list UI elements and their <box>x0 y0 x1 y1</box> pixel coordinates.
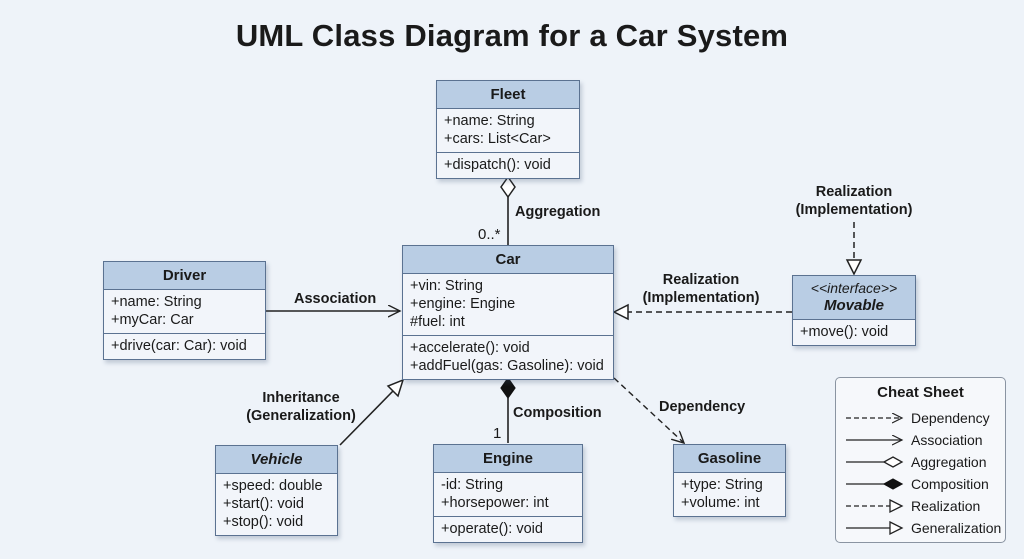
inheritance-line <box>339 390 394 446</box>
class-engine-method: +operate(): void <box>441 521 543 537</box>
association-label: Association <box>294 291 377 307</box>
class-gasoline-attr: +volume: int <box>681 495 760 511</box>
class-vehicle-attr: +speed: double <box>223 478 323 494</box>
class-engine[interactable]: Engine -id: String +horsepower: int +ope… <box>433 444 583 543</box>
realization-top-triangle <box>845 259 863 276</box>
aggregation-multiplicity: 0..* <box>478 226 501 243</box>
class-car-attributes: +vin: String +engine: Engine #fuel: int <box>403 274 613 336</box>
class-engine-methods: +operate(): void <box>434 517 582 542</box>
composition-multiplicity: 1 <box>493 425 502 442</box>
class-movable-stereotype: <<interface>> <box>810 280 898 296</box>
composition-label: Composition <box>513 405 602 421</box>
class-movable-method: +move(): void <box>800 324 889 340</box>
class-driver-methods: +drive(car: Car): void <box>104 334 265 359</box>
legend-item-composition: Composition <box>911 476 989 492</box>
inheritance-label-line1: Inheritance <box>262 390 340 406</box>
realization-triangle <box>612 303 629 321</box>
realization-top-label-line2: (Implementation) <box>795 202 913 218</box>
composition-diamond <box>500 376 516 400</box>
class-engine-attr: -id: String <box>441 477 504 493</box>
class-fleet-method: +dispatch(): void <box>444 157 551 173</box>
legend-realization-triangle <box>889 498 904 514</box>
class-fleet[interactable]: Fleet +name: String +cars: List<Car> +di… <box>436 80 580 179</box>
class-fleet-attributes: +name: String +cars: List<Car> <box>437 109 579 153</box>
cheat-sheet: Cheat Sheet Dependency Association Aggre… <box>835 377 1006 543</box>
class-engine-name: Engine <box>434 445 582 473</box>
legend-aggregation-diamond <box>882 456 904 468</box>
class-fleet-name: Fleet <box>437 81 579 109</box>
legend-item-generalization: Generalization <box>911 520 1002 536</box>
class-car-attr: +vin: String <box>410 278 483 294</box>
inheritance-label: Inheritance (Generalization) <box>240 389 362 425</box>
inheritance-triangle <box>386 378 405 398</box>
legend-generalization-triangle <box>889 520 904 536</box>
class-gasoline-name: Gasoline <box>674 445 785 473</box>
class-engine-attributes: -id: String +horsepower: int <box>434 473 582 517</box>
class-engine-attr: +horsepower: int <box>441 495 549 511</box>
realization-label: Realization (Implementation) <box>640 271 762 307</box>
cheat-sheet-title: Cheat Sheet <box>877 384 964 401</box>
class-driver[interactable]: Driver +name: String +myCar: Car +drive(… <box>103 261 266 360</box>
class-gasoline-attributes: +type: String +volume: int <box>674 473 785 516</box>
class-movable-name: Movable <box>823 297 884 314</box>
class-gasoline[interactable]: Gasoline +type: String +volume: int <box>673 444 786 517</box>
class-car[interactable]: Car +vin: String +engine: Engine #fuel: … <box>402 245 614 380</box>
class-driver-attr: +myCar: Car <box>111 312 194 328</box>
legend-item-aggregation: Aggregation <box>911 454 987 470</box>
class-car-method: +addFuel(gas: Gasoline): void <box>410 358 604 374</box>
legend-composition-diamond <box>882 478 904 490</box>
realization-label-line2: (Implementation) <box>642 290 760 306</box>
realization-top-label: Realization (Implementation) <box>793 183 915 219</box>
realization-label-line1: Realization <box>662 272 740 288</box>
class-gasoline-attr: +type: String <box>681 477 763 493</box>
class-movable-header: <<interface>> Movable <box>793 276 915 320</box>
class-movable-methods: +move(): void <box>793 320 915 345</box>
class-car-methods: +accelerate(): void +addFuel(gas: Gasoli… <box>403 336 613 379</box>
class-vehicle-members: +speed: double +start(): void +stop(): v… <box>216 474 337 535</box>
class-fleet-methods: +dispatch(): void <box>437 153 579 178</box>
aggregation-label: Aggregation <box>515 204 601 220</box>
class-car-attr: #fuel: int <box>410 314 465 330</box>
cheat-sheet-legend-lines <box>846 378 904 536</box>
class-vehicle[interactable]: Vehicle +speed: double +start(): void +s… <box>215 445 338 536</box>
dependency-label: Dependency <box>659 399 746 415</box>
class-car-attr: +engine: Engine <box>410 296 516 312</box>
inheritance-label-line2: (Generalization) <box>246 408 356 424</box>
legend-item-dependency: Dependency <box>911 410 990 426</box>
class-driver-method: +drive(car: Car): void <box>111 338 247 354</box>
class-fleet-attr: +cars: List<Car> <box>444 131 551 147</box>
aggregation-diamond <box>500 175 516 199</box>
dependency-line <box>613 377 684 443</box>
class-vehicle-attr: +start(): void <box>223 496 304 512</box>
diagram-title: UML Class Diagram for a Car System <box>235 18 789 53</box>
class-driver-name: Driver <box>104 262 265 290</box>
class-vehicle-name: Vehicle <box>216 446 337 474</box>
legend-item-realization: Realization <box>911 498 981 514</box>
legend-item-association: Association <box>911 432 983 448</box>
class-car-method: +accelerate(): void <box>410 340 530 356</box>
class-vehicle-attr: +stop(): void <box>223 514 304 530</box>
class-driver-attributes: +name: String +myCar: Car <box>104 290 265 334</box>
class-fleet-attr: +name: String <box>444 113 535 129</box>
realization-top-label-line1: Realization <box>815 184 893 200</box>
class-driver-attr: +name: String <box>111 294 202 310</box>
class-movable[interactable]: <<interface>> Movable +move(): void <box>792 275 916 346</box>
class-car-name: Car <box>403 246 613 274</box>
